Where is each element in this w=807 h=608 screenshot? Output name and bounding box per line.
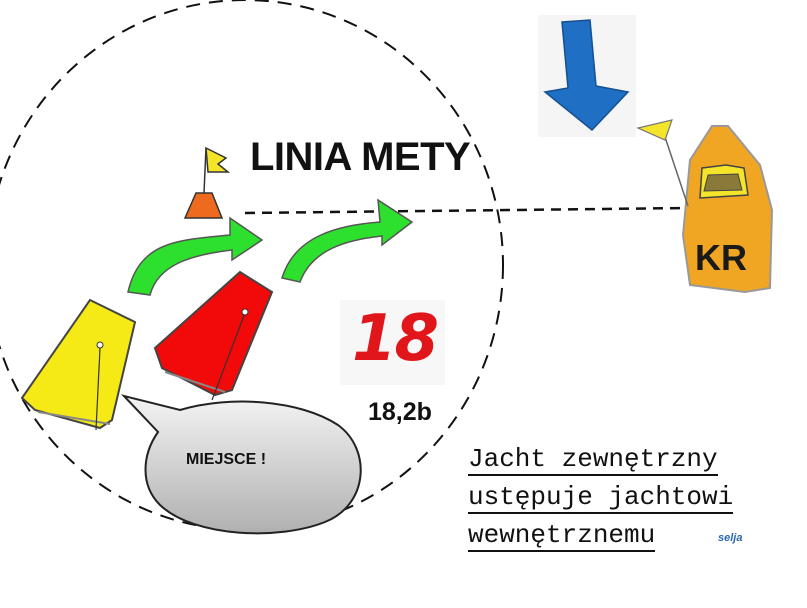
green-arrow-2 [281,198,414,283]
speech-bubble-text: MIEJSCE ! [186,451,267,468]
green-arrow-1 [127,216,264,296]
rule-line-1: Jacht zewnętrzny [468,444,718,476]
committee-boat [636,119,774,294]
logo: selja [718,532,743,544]
wind-arrow-icon [543,19,630,132]
rule-number-badge: 18 [340,300,445,385]
zone-circle [0,0,504,531]
rule-number: 18 [352,302,439,376]
rule-description: Jacht zewnętrzny ustępuje jachtowi wewnę… [468,440,734,554]
finish-mark [183,146,231,219]
inner-yacht [153,270,274,401]
committee-boat-label: KR [695,237,747,278]
speech-bubble [120,394,362,535]
rule-line-3: wewnętrznemu [468,520,656,552]
page-title: LINIA METY [250,135,471,179]
finish-line [244,206,691,215]
outer-yacht [20,298,137,431]
rule-line-2: ustępuje jachtowi [468,482,734,514]
rule-reference: 18,2b [368,398,432,426]
